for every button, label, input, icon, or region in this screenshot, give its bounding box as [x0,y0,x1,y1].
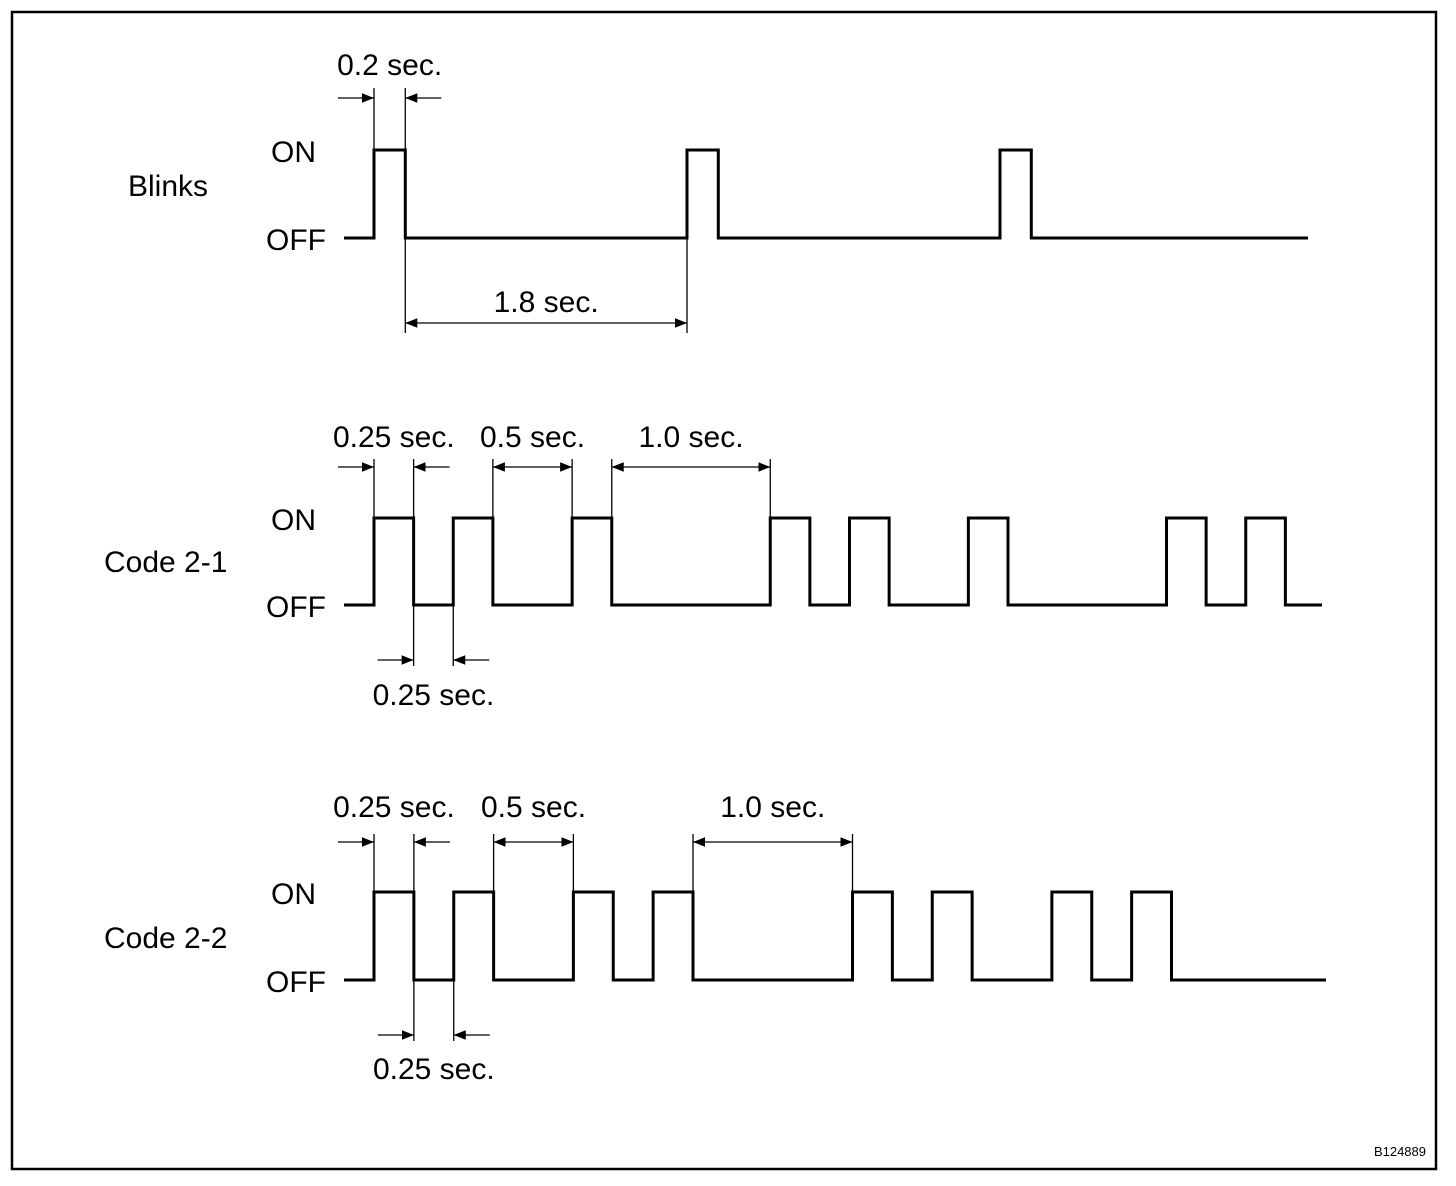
dimension-label: 1.0 sec. [720,791,825,824]
dimension-label: 0.25 sec. [373,1053,495,1086]
row-name: Blinks [128,170,208,203]
on-label: ON [271,136,316,169]
time-dimension: 0.25 sec. [333,791,455,892]
timing-row: Code 2-2 ON OFF 0.25 sec. 0.5 sec. 1.0 sec. 0.… [104,791,1326,1086]
signal-waveform [344,148,1308,240]
row-name: Code 2-2 [104,922,227,955]
time-dimension: 0.5 sec. [480,421,585,518]
figure-id: B124889 [1374,1144,1426,1159]
time-dimension: 0.2 sec. [337,49,442,150]
time-dimension: 1.0 sec. [611,421,771,518]
timing-row: Blinks ON OFF 0.2 sec. 1.8 sec. [128,49,1308,333]
on-label: ON [271,504,316,537]
time-dimension: 0.25 sec. [333,421,455,518]
dimension-label: 0.25 sec. [333,421,455,454]
figure-frame [10,10,1438,1171]
signal-waveform [344,516,1322,607]
signal-waveform [344,890,1326,982]
off-label: OFF [266,224,326,257]
off-label: OFF [266,591,326,624]
dimension-label: 1.8 sec. [494,286,599,319]
dimension-label: 0.25 sec. [373,679,495,712]
time-dimension: 0.25 sec. [373,980,495,1086]
row-name: Code 2-1 [104,546,227,579]
dimension-label: 1.0 sec. [638,421,743,454]
dimension-label: 0.25 sec. [333,791,455,824]
timing-row: Code 2-1 ON OFF 0.25 sec. 0.5 sec. 1.0 sec. 0.… [104,421,1322,712]
on-label: ON [271,878,316,911]
dimension-label: 0.5 sec. [481,791,586,824]
time-dimension: 1.0 sec. [692,791,854,892]
time-dimension: 0.25 sec. [373,605,495,712]
time-dimension: 1.8 sec. [404,238,688,333]
time-dimension: 0.5 sec. [481,791,586,892]
dimension-label: 0.2 sec. [337,49,442,82]
off-label: OFF [266,966,326,999]
dimension-label: 0.5 sec. [480,421,585,454]
